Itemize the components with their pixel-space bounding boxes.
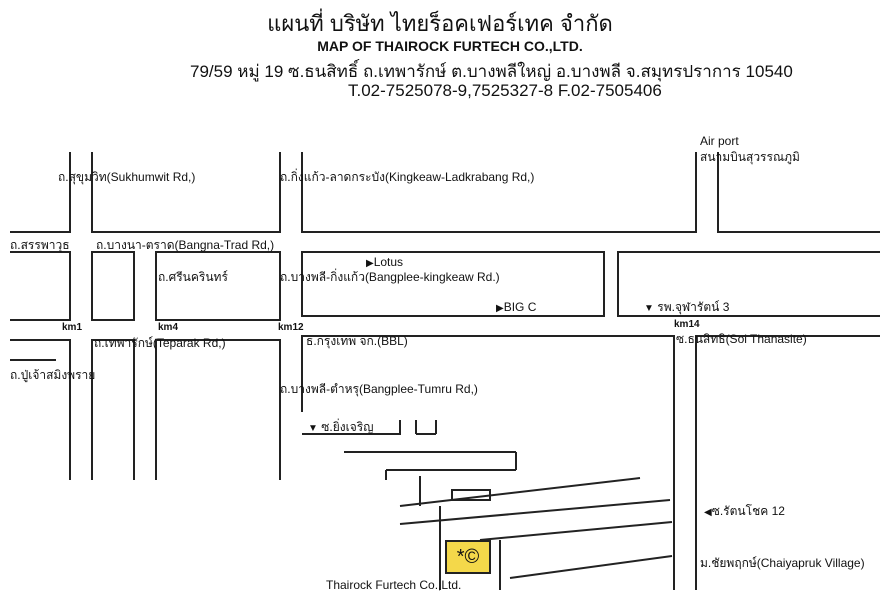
airport-label-th: สนามบินสุวรรณภูมิ [700,150,800,164]
road-top-right [301,152,697,233]
road-yingcharoen [302,420,401,435]
rattanachot-marker-icon: ◀ [704,507,712,518]
lotus-text: Lotus [373,255,404,269]
road-second-right [617,251,880,317]
km4-marker: km4 [158,322,179,333]
road-low-5 [399,477,641,507]
road-teparak-right [301,335,675,590]
rattanachot-soi-label: ◀ซ.รัตนโชค 12 [704,504,785,520]
sukhumvit-road-label: ถ.สุขุมวิท(Sukhumwit Rd,) [58,170,196,184]
puchao-road-label: ถ.ปู่เจ้าสมิงพราย [10,368,96,382]
yingcharoen-soi-label: ▼ ซ.ยิ่งเจริญ [308,420,373,436]
road-thanasite [695,335,880,590]
thanasite-soi-label: ซ.ธนสิทธิ(Soi Thanasite) [676,332,807,346]
teparak-road-label: ถ.เทพารักษ์(Teparak Rd,) [94,336,226,350]
block-bangna-1 [91,251,135,321]
hospital-marker-icon: ▼ [644,303,654,314]
chaiyapruk-village-label: ม.ชัยพฤกษ์(Chaiyapruk Village) [700,556,865,570]
english-title: MAP OF THAIROCK FURTECH CO.,LTD. [317,38,583,54]
road-teparak-mid [91,339,135,408]
bigc-marker-icon: ▶ [496,303,504,314]
airport-label-en: Air port [700,134,739,148]
lotus-marker-icon: ▶ [366,258,374,269]
block-small [451,489,491,501]
kingkeaw-road-label: ถ.กิ่งแก้ว-ลาดกระบัง(Kingkeaw-Ladkrabang… [280,170,535,184]
km14-marker: km14 [674,319,700,330]
road-teparak-left [10,339,71,408]
sanphawut-road-label: ถ.สรรพาวุธ [10,238,70,252]
phone-numbers: T.02-7525078-9,7525327-8 F.02-7505406 [348,81,662,100]
thai-title: แผนที่ บริษัท ไทยร็อคเฟอร์เทค จำกัด [267,11,613,36]
km1-marker: km1 [62,322,83,333]
hospital-label: ▼ รพ.จุฬารัตน์ 3 [644,300,729,316]
yingcharoen-text: ซ.ยิ่งเจริญ [321,420,374,434]
hospital-text: รพ.จุฬารัตน์ 3 [657,300,730,314]
bigc-label: ▶BIG C [496,300,536,316]
block-kingkeaw [301,251,605,317]
road-teparak-mid2 [155,339,281,408]
lotus-label: ▶Lotus [366,255,403,271]
road-top-far-right [717,152,880,233]
company-name-label: Thairock Furtech Co.,Ltd. [326,578,462,592]
rattanachot-text: ซ.รัตนโชค 12 [711,504,785,518]
road-top-left [10,152,71,233]
bangna-road-label: ถ.บางนา-ตราด(Bangna-Trad Rd,) [96,238,275,252]
road-top-mid [91,152,281,233]
road-low-7 [479,521,673,541]
address: 79/59 หมู่ 19 ซ.ธนสิทธิ์ ถ.เทพารักษ์ ต.บ… [190,62,793,81]
km12-marker: km12 [278,322,304,333]
block-bangna-2 [155,251,281,321]
company-location-marker: *© [445,540,491,574]
bigc-text: BIG C [503,300,537,314]
road-low-6 [399,499,671,525]
bbl-bank-label: ธ.กรุงเทพ จก.(BBL) [306,334,408,348]
road-second-left [10,251,71,321]
road-low-8 [509,555,673,579]
bangplee-kingkeaw-road-label: ถ.บางพลี-กิ่งแก้ว(Bangplee-kingkeaw Rd.) [280,270,500,284]
yingcharoen-marker-icon: ▼ [308,423,318,434]
srinakarin-road-label: ถ.ศรีนครินทร์ [158,270,228,284]
bangplee-tumru-road-label: ถ.บางพลี-ตำหรุ(Bangplee-Tumru Rd,) [280,382,478,396]
